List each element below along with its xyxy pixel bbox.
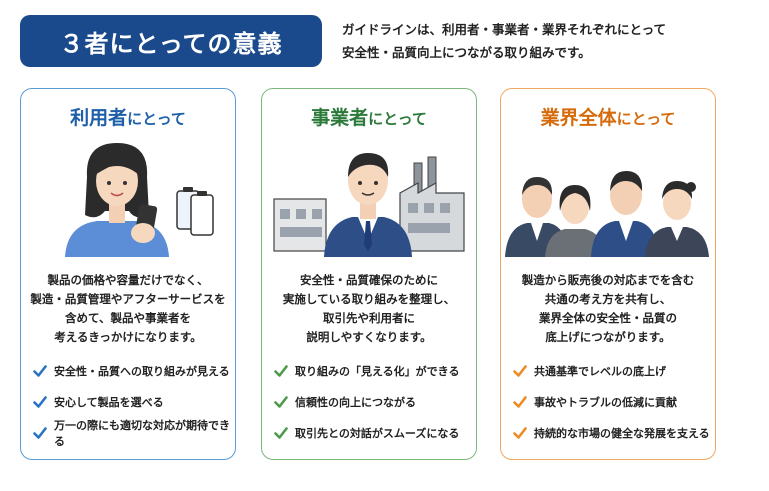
- check-item-label: 取引先との対話がスムーズになる: [295, 426, 460, 440]
- card-industry-checklist: 共通基準でレベルの底上げ 事故やトラブルの低減に貢献 持続的な市場の健全な発展を…: [513, 355, 711, 448]
- card-users-desc-line: 含めて、製品や事業者を: [65, 311, 191, 325]
- card-industry-desc-line: 共通の考え方を共有し、: [544, 292, 672, 306]
- check-item-label: 信頼性の向上につながる: [295, 395, 416, 409]
- check-item: 取り組みの「見える化」ができる: [274, 355, 472, 386]
- businessman-with-factory-illustration: [273, 153, 465, 257]
- check-item: 安心して製品を選べる: [33, 386, 231, 417]
- check-item: 安全性・品質への取り組みが見える: [33, 355, 231, 386]
- card-businesses-desc-line: 取引先や利用者に: [323, 311, 415, 325]
- check-item: 信頼性の向上につながる: [274, 386, 472, 417]
- card-businesses-desc-line: 説明しやすくなります。: [306, 330, 432, 344]
- page-title: ３者にとっての意義: [20, 15, 322, 67]
- card-businesses: 事業者にとって 安全性・品質確保のために 実施している取り組みを整理し、 取引先…: [261, 88, 477, 460]
- check-icon: [274, 364, 288, 377]
- card-industry-title-main: 業界全体: [540, 107, 617, 129]
- card-businesses-title-main: 事業者: [311, 107, 369, 129]
- check-icon: [33, 426, 47, 439]
- check-item-label: 取り組みの「見える化」ができる: [295, 364, 460, 378]
- check-item-label: 安全性・品質への取り組みが見える: [54, 364, 230, 378]
- card-businesses-checklist: 取り組みの「見える化」ができる 信頼性の向上につながる 取引先との対話がスムーズ…: [274, 355, 472, 448]
- card-industry-desc-line: 製造から販売後の対応までを含む: [521, 273, 695, 287]
- industry-group-illustration: [505, 171, 709, 257]
- check-item-label: 持続的な市場の健全な発展を支える: [534, 426, 710, 440]
- check-item: 事故やトラブルの低減に貢献: [513, 386, 711, 417]
- orange-check-icon: [513, 364, 527, 377]
- orange-check-icon: [513, 395, 527, 408]
- check-item-label: 共通基準でレベルの底上げ: [534, 364, 666, 378]
- card-businesses-title-suffix: にとって: [368, 110, 427, 128]
- check-item-label: 事故やトラブルの低減に貢献: [534, 395, 677, 409]
- card-industry: 業界全体にとって 製造から販売後の対応までを含む 共通の考え方を共有し、 業界全…: [500, 88, 716, 460]
- card-users-desc-line: 製品の価格や容量だけでなく、: [47, 273, 209, 287]
- card-users-desc-line: 製造・品質管理やアフターサービスを: [30, 292, 226, 306]
- card-industry-desc-line: 業界全体の安全性・品質の: [539, 311, 677, 325]
- card-industry-title: 業界全体にとって: [501, 103, 715, 130]
- intro-line-2: 安全性・品質向上につながる取り組みです。: [342, 45, 591, 60]
- card-businesses-title: 事業者にとって: [262, 103, 476, 130]
- check-item: 持続的な市場の健全な発展を支える: [513, 417, 711, 448]
- check-icon: [33, 395, 47, 408]
- check-icon: [274, 426, 288, 439]
- card-users-checklist: 安全性・品質への取り組みが見える 安心して製品を選べる 万一の際にも適切な対応が…: [33, 355, 231, 448]
- card-users-title-suffix: にとって: [127, 110, 186, 128]
- check-item: 共通基準でレベルの底上げ: [513, 355, 711, 386]
- card-businesses-desc-line: 実施している取り組みを整理し、: [282, 292, 456, 306]
- check-item: 取引先との対話がスムーズになる: [274, 417, 472, 448]
- intro-line-1: ガイドラインは、利用者・事業者・業界それぞれにとって: [342, 22, 667, 37]
- check-icon: [33, 364, 47, 377]
- card-businesses-desc-line: 安全性・品質確保のために: [300, 273, 438, 287]
- check-icon: [274, 395, 288, 408]
- card-businesses-description: 安全性・品質確保のために 実施している取り組みを整理し、 取引先や利用者に 説明…: [268, 271, 470, 347]
- card-users-title-main: 利用者: [70, 107, 128, 129]
- check-item-label: 安心して製品を選べる: [54, 395, 164, 409]
- card-users-description: 製品の価格や容量だけでなく、 製造・品質管理やアフターサービスを 含めて、製品や…: [27, 271, 229, 347]
- card-industry-desc-line: 底上げにつながります。: [545, 330, 671, 344]
- card-users-title: 利用者にとって: [21, 103, 235, 130]
- check-item-label: 万一の際にも適切な対応が期待できる: [54, 418, 230, 448]
- intro-text: ガイドラインは、利用者・事業者・業界それぞれにとって 安全性・品質向上につながる…: [342, 18, 752, 64]
- card-users: 利用者にとって 製品の価格や容量だけでなく、 製造・品質管理やアフターサービスを…: [20, 88, 236, 460]
- orange-check-icon: [513, 426, 527, 439]
- check-item: 万一の際にも適切な対応が期待できる: [33, 417, 231, 448]
- card-industry-description: 製造から販売後の対応までを含む 共通の考え方を共有し、 業界全体の安全性・品質の…: [507, 271, 709, 347]
- card-users-desc-line: 考えるきっかけになります。: [54, 330, 202, 344]
- card-industry-title-suffix: にとって: [616, 110, 676, 128]
- user-with-smartphone-illustration: [65, 143, 214, 257]
